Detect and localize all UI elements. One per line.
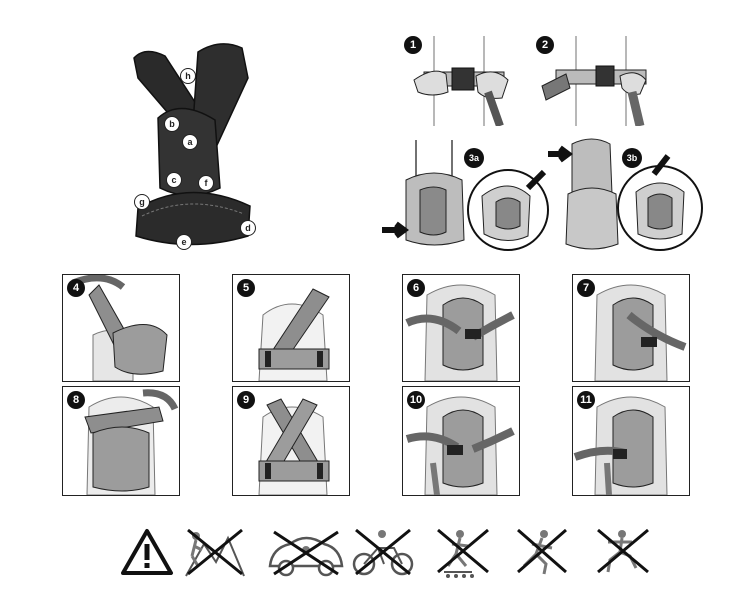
step-badge-4: 4	[67, 279, 85, 297]
step-panel-4: 4	[62, 274, 180, 382]
no-climbing-icon	[182, 526, 246, 578]
carrier-label-e: e	[176, 234, 192, 250]
step-panel-6: 6	[402, 274, 520, 382]
caution-triangle-icon	[120, 528, 174, 576]
step-badge-7: 7	[577, 279, 595, 297]
carrier-label-a: a	[182, 134, 198, 150]
carrier-label-f: f	[198, 175, 214, 191]
carrier-label-g: g	[134, 194, 150, 210]
step-badge-9: 9	[237, 391, 255, 409]
no-jumping-icon	[592, 526, 652, 578]
no-running-icon	[512, 526, 570, 578]
step-badge-6: 6	[407, 279, 425, 297]
carrier-product-image: h b a c f g e d	[120, 38, 270, 258]
step-badge-5: 5	[237, 279, 255, 297]
step-badge-2: 2	[536, 36, 554, 54]
carrier-label-h: h	[180, 68, 196, 84]
carrier-label-c: c	[166, 172, 182, 188]
step-badge-8: 8	[67, 391, 85, 409]
step-3a-illustration: 3a	[380, 140, 550, 270]
step-badge-1: 1	[404, 36, 422, 54]
step-badge-10: 10	[407, 391, 425, 409]
step-panel-11: 11	[572, 386, 690, 496]
step-badge-3a: 3a	[464, 148, 484, 168]
no-cycling-icon	[350, 526, 416, 578]
step-3b-illustration: 3b	[548, 134, 708, 270]
step-panel-7: 7	[572, 274, 690, 382]
step-panel-5: 5	[232, 274, 350, 382]
carrier-label-b: b	[164, 116, 180, 132]
step-1-illustration: 1	[404, 36, 514, 126]
step-2-illustration: 2	[536, 36, 654, 126]
no-car-icon	[266, 526, 346, 578]
step-panel-8: 8	[62, 386, 180, 496]
step-badge-11: 11	[577, 391, 595, 409]
step-badge-3b: 3b	[622, 148, 642, 168]
step-panel-9: 9	[232, 386, 350, 496]
no-skating-icon	[432, 526, 492, 580]
step-panel-10: 10	[402, 386, 520, 496]
carrier-label-d: d	[240, 220, 256, 236]
